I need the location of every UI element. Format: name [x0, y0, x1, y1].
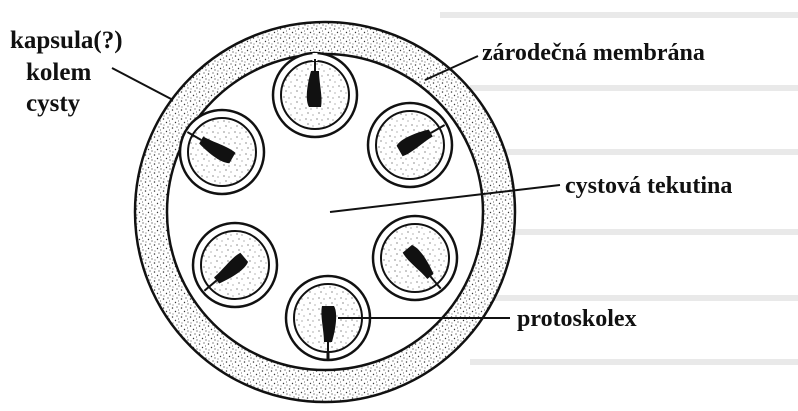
brood-capsule-lower-left	[193, 223, 277, 307]
brood-capsule-upper-left	[180, 110, 264, 194]
label-germinal-membrane: zárodečná membrána	[482, 40, 705, 66]
brood-capsule-top	[273, 53, 357, 137]
label-capsule-line2: kolem	[26, 59, 91, 86]
label-capsule-line3: cysty	[26, 90, 81, 117]
label-cyst-fluid: cystová tekutina	[565, 173, 732, 199]
leader-line-capsule	[112, 68, 173, 100]
label-capsule-line1: kapsula(?)	[10, 27, 123, 54]
label-protoscolex: protoskolex	[517, 306, 637, 332]
brood-capsule-upper-right	[368, 103, 452, 187]
brood-capsule-lower-right	[373, 216, 457, 300]
